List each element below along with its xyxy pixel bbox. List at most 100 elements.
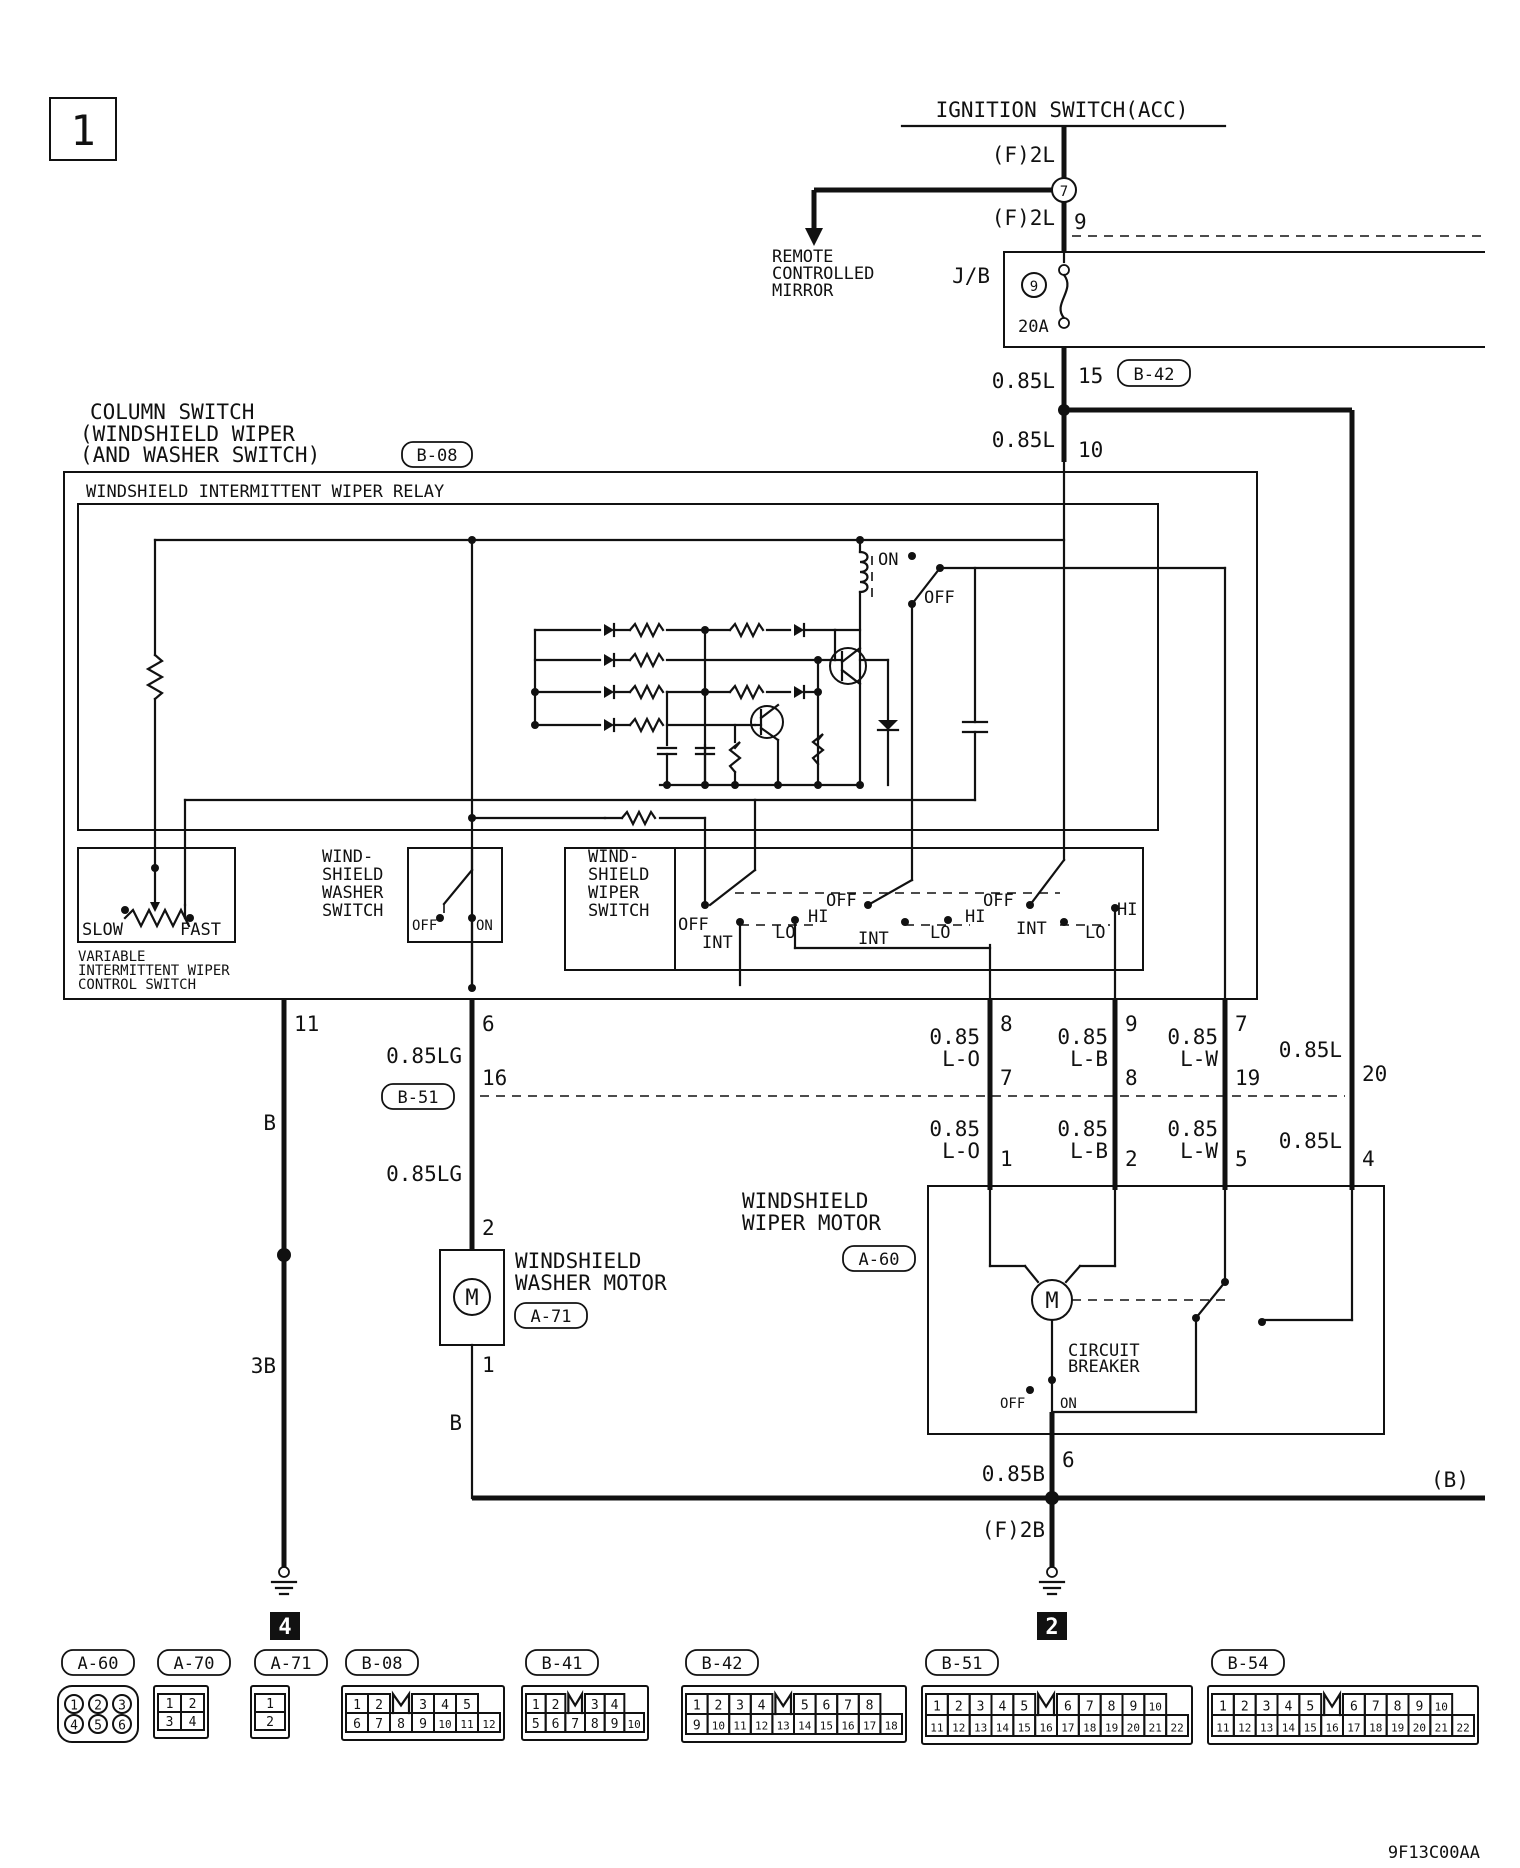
w7-pin: 7 — [1235, 1012, 1248, 1036]
breaker-off-label: OFF — [1000, 1396, 1025, 1412]
connector-pin: 1 — [1219, 1699, 1227, 1714]
connector-pin: 3 — [166, 1715, 174, 1730]
diode-bank — [604, 621, 837, 734]
w9-b51-pin: 8 — [1125, 1066, 1138, 1090]
connector-pin: 20 — [1127, 1721, 1140, 1734]
wiper-pos-int-1: INT — [702, 933, 733, 953]
w8-motor-pin: 1 — [1000, 1147, 1013, 1171]
w8-pin: 8 — [1000, 1012, 1013, 1036]
connector-pin: 10 — [1435, 1700, 1448, 1713]
washer-motor-label-2: WASHER MOTOR — [515, 1271, 667, 1295]
fuse-rating: 20A — [1018, 317, 1049, 337]
column-switch-title-2: (WINDSHIELD WIPER — [80, 422, 295, 446]
w7-color-2: L-W — [1180, 1047, 1218, 1071]
jb-pin-out: 15 — [1078, 364, 1103, 388]
washer-on-label: ON — [476, 918, 493, 934]
ground-number-box — [270, 1612, 300, 1640]
b51-connector: B-51 — [398, 1088, 439, 1108]
column-switch-box — [63, 471, 1258, 1000]
w6-lower-color: 0.85LG — [386, 1162, 462, 1186]
connector-name: A-71 — [271, 1654, 312, 1674]
wiper-motor-label-1: WINDSHIELD — [742, 1189, 868, 1213]
w6-color: 0.85LG — [386, 1044, 462, 1068]
wiper-branch-label: (B) — [1431, 1468, 1469, 1492]
connector-pin: 10 — [1149, 1700, 1162, 1713]
connector-name: B-42 — [702, 1654, 743, 1674]
connector-pin: 4 — [70, 1719, 78, 1734]
connector-pin: 14 — [1282, 1721, 1296, 1734]
wiper-switch-box — [674, 847, 1144, 971]
connector-pin: 11 — [733, 1720, 746, 1733]
wiper-motor-label-2: WIPER MOTOR — [742, 1211, 881, 1235]
connector-pin: 10 — [628, 1718, 641, 1731]
w6-pin: 6 — [482, 1012, 495, 1036]
connector-pin: 1 — [693, 1699, 701, 1714]
connector-pin: 7 — [1086, 1699, 1094, 1714]
connector-pin: 16 — [1325, 1721, 1338, 1734]
variable-resistor-icon — [123, 907, 191, 929]
connector-pin: 16 — [1039, 1721, 1052, 1734]
connector-pin: 8 — [397, 1717, 405, 1732]
connector-pin: 12 — [482, 1718, 495, 1731]
variable-label-1: VARIABLE — [78, 949, 145, 965]
wiper-pos-hi-1: HI — [808, 907, 828, 927]
connector-pin: 9 — [1416, 1699, 1424, 1714]
jb-connector: B-42 — [1134, 365, 1175, 385]
connector-pin: 3 — [977, 1699, 985, 1714]
connector-pin: 11 — [930, 1721, 943, 1734]
wiper-pos-lo-1: LO — [775, 923, 795, 943]
breaker-on-label: ON — [1060, 1396, 1077, 1412]
variable-label-3: CONTROL SWITCH — [78, 977, 196, 993]
relay-coil-icon — [858, 550, 869, 594]
motor-icon — [453, 1278, 491, 1316]
variable-label-2: INTERMITTENT WIPER — [78, 963, 230, 979]
connector-pin: 17 — [863, 1720, 876, 1733]
relay-off-label: OFF — [924, 588, 955, 608]
connector-pin: 2 — [714, 1699, 722, 1714]
connector-pin: 8 — [591, 1717, 599, 1732]
connector-name: A-70 — [174, 1654, 215, 1674]
wiper-switch-label-4: SWITCH — [588, 901, 649, 921]
connector-pin: 2 — [94, 1699, 102, 1714]
figure-code: 9F13C00AA — [1388, 1843, 1480, 1863]
w9-color-2: L-B — [1070, 1047, 1108, 1071]
breaker-label-2: BREAKER — [1068, 1357, 1140, 1377]
mirror-label-3: MIRROR — [772, 281, 834, 301]
connector-pin: 5 — [532, 1717, 540, 1732]
connector-pin: 1 — [353, 1698, 361, 1713]
w7-motor-pin: 5 — [1235, 1147, 1248, 1171]
connector-pin: 15 — [1304, 1721, 1317, 1734]
w8-color-2: L-O — [942, 1047, 980, 1071]
connector-pin: 2 — [1241, 1699, 1249, 1714]
wiper-pos-lo-2: LO — [930, 923, 950, 943]
connector-pin: 16 — [841, 1720, 854, 1733]
w20-color: 0.85L — [1279, 1038, 1342, 1062]
w11-lower: 3B — [251, 1354, 276, 1378]
connector-pin: 9 — [693, 1719, 701, 1734]
connector-pin: 4 — [758, 1699, 766, 1714]
harness-wires: 11 B 3B 4 6 0.85LG 16 0.85LG B-51 8 0.85… — [251, 998, 1387, 1640]
connector-pin: 6 — [552, 1717, 560, 1732]
page-number-box: 1 — [49, 97, 117, 161]
washer-motor-pin-bottom: 1 — [482, 1353, 495, 1377]
connector-pin: 1 — [532, 1698, 540, 1713]
connector-pin: 10 — [438, 1718, 451, 1731]
connector-pin: 5 — [94, 1719, 102, 1734]
wiper-pos-off-1: OFF — [678, 915, 709, 935]
breaker-label-1: CIRCUIT — [1068, 1341, 1140, 1361]
connector-pin: 7 — [844, 1699, 852, 1714]
connector-pin: 8 — [1394, 1699, 1402, 1714]
connector-pin: 8 — [1108, 1699, 1116, 1714]
w9-motor-pin: 2 — [1125, 1147, 1138, 1171]
w8-b51-pin: 7 — [1000, 1066, 1013, 1090]
w20-b51-pin: 20 — [1362, 1062, 1387, 1086]
connector-pin: 5 — [463, 1698, 471, 1713]
wiper-pos-lo-3: LO — [1085, 923, 1105, 943]
connector-pin: 4 — [441, 1698, 449, 1713]
connector-pin: 7 — [1372, 1699, 1380, 1714]
w8-color-1: 0.85 — [929, 1025, 980, 1049]
washer-switch-box — [407, 847, 503, 943]
